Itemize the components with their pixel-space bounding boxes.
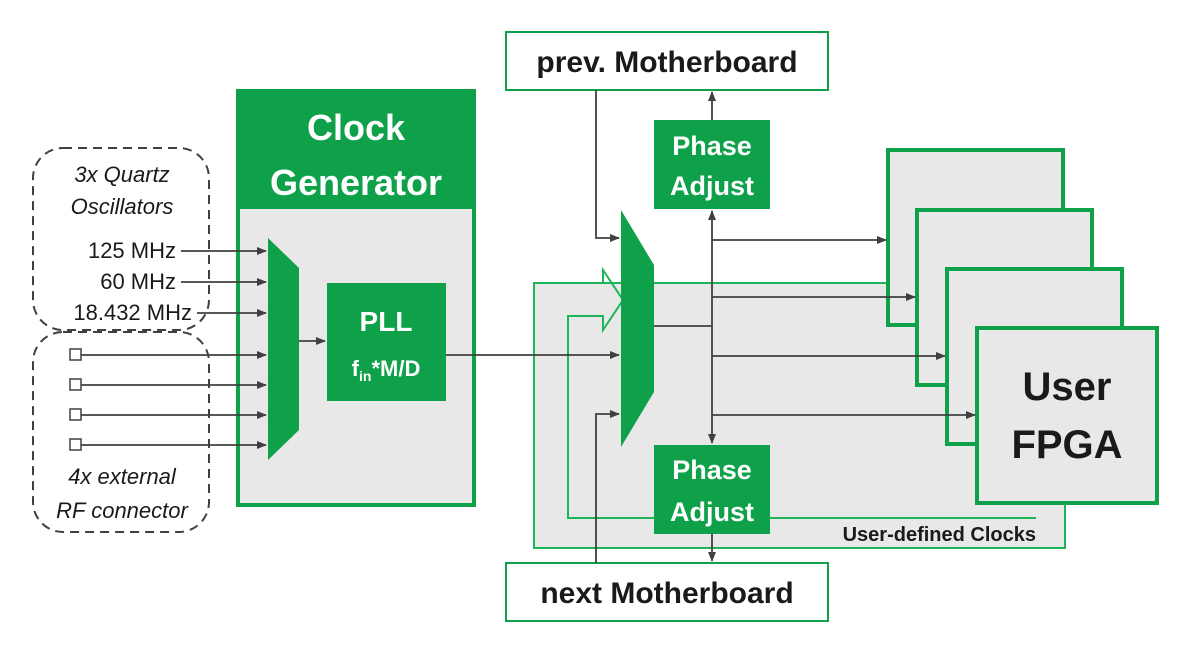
freq-label-125: 125 MHz — [88, 238, 176, 263]
rf-connector-group — [32, 331, 210, 533]
prev-motherboard-input-line — [595, 90, 620, 242]
feedback-arrow-outer — [534, 266, 1036, 519]
phase-adjust-top-label-1: Phase — [672, 131, 752, 161]
phase-adjust-top — [654, 120, 770, 209]
rf-connector-1 — [69, 348, 82, 361]
phase-adjust-bottom — [654, 445, 770, 534]
next-motherboard-label: next Motherboard — [540, 577, 793, 610]
clock-generator-title-1: Clock — [307, 107, 406, 148]
pll-title: PLL — [360, 306, 413, 337]
clock-generator-title-2: Generator — [270, 162, 442, 203]
fpga-title-1: User — [1023, 365, 1112, 409]
rf-group-label-1: 4x external — [68, 464, 177, 489]
input-multiplexer — [268, 238, 299, 460]
phase-adjust-bottom-label-2: Adjust — [670, 497, 754, 527]
next-motherboard-box — [505, 562, 829, 622]
pll-formula: fin*M/D — [352, 356, 421, 384]
phase-adjust-bottom-label-1: Phase — [672, 455, 752, 485]
distribution-multiplexer — [621, 210, 654, 447]
rf-connector-4 — [69, 438, 82, 451]
phase-adjust-top-label-2: Adjust — [670, 171, 754, 201]
fpga-title-2: FPGA — [1011, 423, 1122, 467]
quartz-group-label-1: 3x Quartz — [74, 162, 169, 187]
prev-motherboard-label: prev. Motherboard — [536, 46, 797, 79]
rf-connector-2 — [69, 378, 82, 391]
quartz-oscillator-group — [32, 147, 210, 331]
prev-motherboard-box — [505, 31, 829, 91]
freq-label-60: 60 MHz — [100, 269, 176, 294]
fpga-card-1 — [975, 326, 1159, 505]
quartz-group-label-2: Oscillators — [71, 194, 174, 219]
next-motherboard-input-line — [595, 410, 620, 563]
user-defined-clocks-label: User-defined Clocks — [843, 524, 1036, 546]
clock-generator-header — [238, 91, 474, 209]
rf-group-label-2: RF connector — [56, 498, 189, 523]
freq-label-18: 18.432 MHz — [73, 300, 192, 325]
rf-connector-3 — [69, 408, 82, 421]
pll-block — [327, 283, 446, 401]
